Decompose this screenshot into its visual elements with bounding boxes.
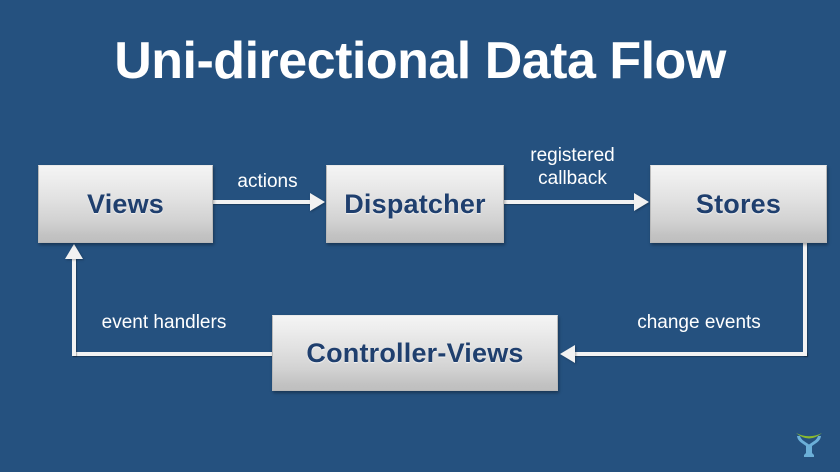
edge-label-event-handlers: event handlers (101, 312, 227, 333)
connector-stores-to-controllers-vertical (803, 243, 807, 356)
node-views-label: Views (86, 188, 165, 219)
arrowhead-right-icon (310, 193, 325, 211)
arrowhead-up-icon (65, 244, 83, 259)
node-stores[interactable]: Stores (650, 165, 827, 243)
node-controller-views[interactable]: Controller-Views (272, 315, 558, 391)
arrowhead-right-icon (634, 193, 649, 211)
edge-label-change-events: change events (637, 312, 761, 333)
edge-label-actions: actions (237, 171, 298, 192)
edge-label-registered-callback: registered callback (530, 145, 615, 189)
node-dispatcher[interactable]: Dispatcher (326, 165, 504, 243)
page-title: Uni-directional Data Flow (114, 32, 726, 90)
node-dispatcher-label: Dispatcher (344, 188, 486, 219)
connector-controllers-to-views-horizontal (72, 352, 274, 356)
brand-logo-icon (796, 433, 822, 457)
node-controller-views-label: Controller-Views (306, 337, 524, 368)
connector-stores-to-controllers-horizontal (574, 352, 807, 356)
node-views[interactable]: Views (38, 165, 213, 243)
arrowhead-left-icon (560, 345, 575, 363)
connector-dispatcher-to-stores (504, 200, 636, 204)
connector-views-to-dispatcher (213, 200, 312, 204)
connector-controllers-to-views-vertical (72, 258, 76, 356)
node-stores-label: Stores (695, 188, 782, 219)
